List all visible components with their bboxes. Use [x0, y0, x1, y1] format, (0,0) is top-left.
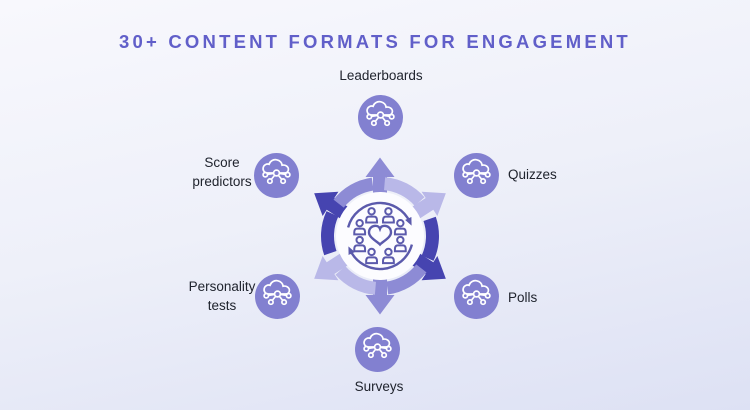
person-icon [353, 235, 367, 253]
infographic-title: 30+ CONTENT FORMATS FOR ENGAGEMENT [119, 31, 631, 52]
center-hub [314, 157, 446, 315]
diagram-node-polls cloud-network-icon [454, 274, 499, 319]
node-label-quizzes: Quizzes [508, 167, 557, 182]
person-icon [382, 247, 395, 265]
person-icon [393, 235, 407, 253]
node-label-surveys: Surveys [354, 379, 404, 394]
node-label-polls: Polls [508, 290, 538, 305]
diagram-node-quizzes cloud-network-icon [454, 153, 499, 198]
person-icon [365, 207, 378, 224]
person-icon [393, 218, 407, 236]
person-icon [365, 247, 378, 265]
node-label-personality-tests: Personality tests [188, 279, 256, 313]
hub-swirl-arcs [321, 177, 439, 295]
person-icon [353, 218, 367, 236]
person-icon [382, 207, 395, 224]
node-label-score-predictors: Score predictors [192, 155, 252, 189]
people-heart-cycle-icon [346, 201, 414, 271]
node-label-leaderboards: Leaderboards [339, 68, 423, 83]
diagram-node-leaderboards cloud-network-icon [358, 95, 403, 140]
hub-circle [336, 192, 424, 280]
diagram-node-surveys cloud-network-icon [355, 327, 400, 372]
heart-icon [367, 224, 393, 247]
